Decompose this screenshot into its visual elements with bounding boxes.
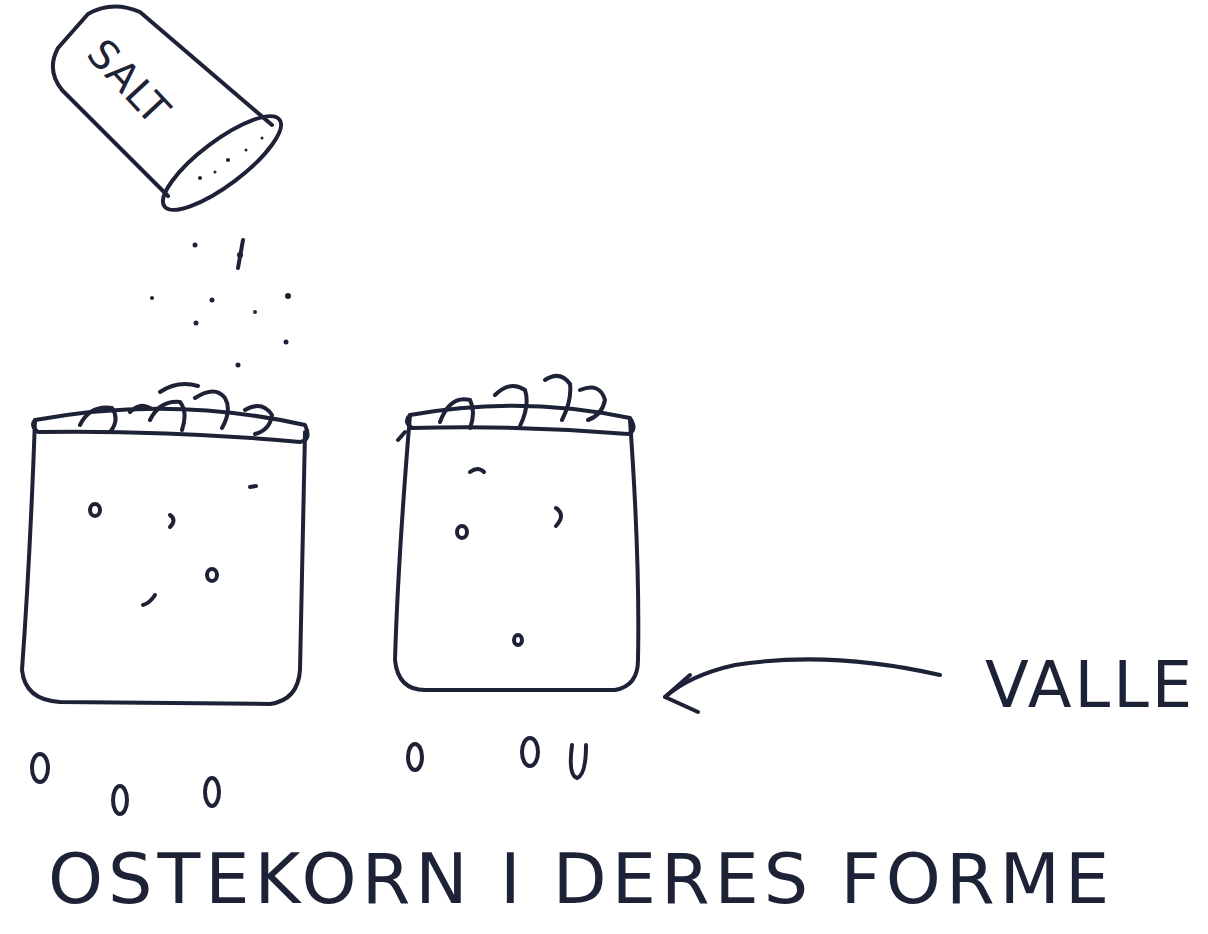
caption: OSTEKORN I DERES FORME [48,838,1114,920]
shaker-label: SALT [78,30,179,134]
leader-arrow [665,659,940,712]
salt-shaker: SALT [40,0,300,215]
cheese-mold [395,376,638,690]
salt-streak [238,240,243,268]
whey-label: VALLE [985,648,1195,722]
salt-grains [150,243,291,368]
cheese-mold [22,384,308,704]
whey-drops [32,738,586,814]
